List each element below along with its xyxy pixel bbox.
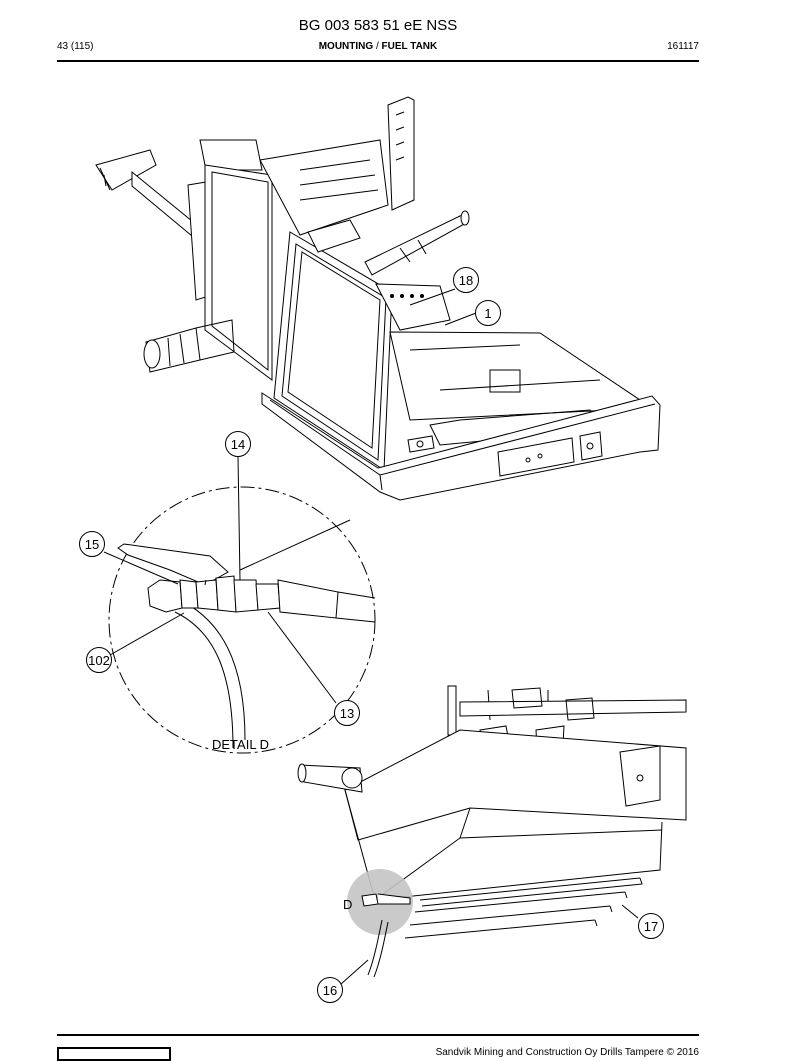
callout-15: 15 bbox=[79, 531, 105, 557]
callout-15-label: 15 bbox=[85, 537, 99, 552]
document-id: BG 003 583 51 eE NSS bbox=[298, 17, 458, 34]
callout-18-label: 18 bbox=[459, 273, 473, 288]
callout-14: 14 bbox=[225, 431, 251, 457]
footer-divider bbox=[57, 1034, 699, 1036]
page-number: 43 (115) bbox=[57, 41, 94, 52]
section-separator: / bbox=[373, 41, 382, 52]
detail-d-view bbox=[108, 486, 376, 754]
section-sub: FUEL TANK bbox=[381, 41, 438, 52]
callout-17-label: 17 bbox=[644, 919, 658, 934]
section-main: MOUNTING bbox=[318, 41, 374, 52]
date-code: 161117 bbox=[667, 41, 699, 52]
detail-d-marker: D bbox=[343, 897, 352, 912]
callout-102-label: 102 bbox=[88, 653, 110, 668]
detail-d-caption: DETAIL D bbox=[212, 737, 269, 752]
leader-lines bbox=[103, 288, 639, 985]
lower-tank-view bbox=[297, 685, 687, 978]
callout-18: 18 bbox=[453, 267, 479, 293]
callout-1: 1 bbox=[475, 300, 501, 326]
callout-13-label: 13 bbox=[340, 706, 354, 721]
callout-balloons: 18 1 14 15 102 13 17 16 bbox=[79, 267, 664, 1003]
callout-17: 17 bbox=[638, 913, 664, 939]
main-assembly-view bbox=[95, 96, 661, 501]
callout-16-label: 16 bbox=[323, 983, 337, 998]
callout-102: 102 bbox=[86, 647, 112, 673]
brand-logo bbox=[57, 1047, 171, 1061]
callout-1-label: 1 bbox=[484, 306, 491, 321]
header-divider bbox=[57, 60, 699, 62]
callout-14-label: 14 bbox=[231, 437, 245, 452]
section-title: MOUNTING / FUEL TANK bbox=[0, 41, 756, 52]
callout-16: 16 bbox=[317, 977, 343, 1003]
callout-13: 13 bbox=[334, 700, 360, 726]
